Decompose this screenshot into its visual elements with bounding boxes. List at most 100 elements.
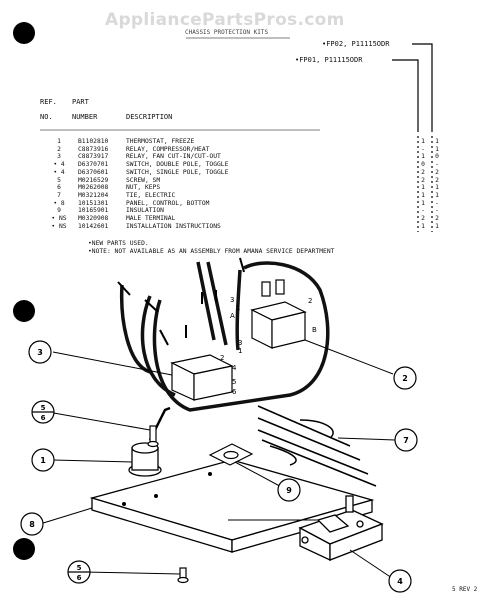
callout-leaders	[39, 339, 396, 579]
callout-4	[388, 569, 412, 593]
model-b-qty: 2	[435, 168, 439, 176]
callout-1	[31, 448, 55, 472]
model-b-qty: 0	[435, 153, 439, 161]
callout-3	[28, 340, 52, 364]
callout-6-label: 6	[41, 414, 46, 422]
part-ref: 5	[57, 176, 61, 184]
toggle-switch	[298, 495, 384, 562]
part-ref: 9	[57, 207, 61, 215]
terminal-label: 1	[238, 347, 242, 355]
model-b-qty: -	[435, 199, 439, 207]
diagram-title: CHASSIS PROTECTION KITS	[185, 29, 269, 36]
terminal-label: 2	[220, 354, 224, 362]
model-label-a: •FP02, P11115ODR	[322, 40, 390, 48]
binder-hole-bottom	[13, 538, 35, 560]
header-no: NO.	[40, 113, 53, 121]
part-ref: 2	[57, 145, 61, 153]
model-b-qty: -	[435, 207, 439, 215]
part-number: M0262008	[78, 184, 109, 192]
callout-2-label: 2	[402, 374, 408, 383]
model-b-qty: 1	[435, 222, 439, 230]
binder-hole-top	[13, 22, 35, 44]
callout-8-label: 8	[29, 520, 35, 529]
part-number: C8873916	[78, 145, 109, 153]
part-ref: 1	[57, 138, 61, 145]
model-label-b: •FP01, P11115ODR	[295, 56, 363, 64]
model-b-qty: 1	[435, 138, 439, 145]
part-description: INSULATION	[126, 207, 164, 215]
part-number: D6370601	[78, 168, 109, 176]
screw-and-nut	[147, 425, 189, 584]
model-a-qty: 0	[421, 161, 425, 169]
model-b-qty: 1	[435, 191, 439, 199]
model-b-qty: -	[435, 161, 439, 169]
relay-compressor-heat	[250, 279, 307, 349]
panel-hole	[122, 502, 126, 506]
model-a-qty: -	[421, 207, 425, 215]
part-description: NUT, KEPS	[126, 184, 161, 192]
part-number: 10142601	[78, 222, 109, 230]
terminal-label: 6	[232, 388, 237, 396]
part-description: SWITCH, SINGLE POLE, TOGGLE	[126, 168, 229, 176]
panel-hole	[154, 494, 158, 498]
binder-hole-middle	[13, 300, 35, 322]
part-number: M0320908	[78, 215, 109, 223]
model-b-qty: 1	[435, 184, 439, 192]
part-ref: 6	[57, 184, 61, 192]
callout-9-label: 9	[286, 486, 292, 495]
part-ref: • NS	[51, 222, 67, 230]
part-number: B1102810	[78, 138, 109, 145]
part-description: RELAY, FAN CUT-IN/CUT-OUT	[126, 153, 221, 161]
part-description: MALE TERMINAL	[126, 215, 176, 223]
panel-hole	[208, 472, 212, 476]
part-number: M0216529	[78, 176, 109, 184]
table-row: 6 M0262008 NUT, KEPS	[40, 184, 296, 192]
header-number: NUMBER	[72, 113, 98, 121]
header-description: DESCRIPTION	[126, 113, 173, 121]
part-description: SWITCH, DOUBLE POLE, TOGGLE	[126, 161, 229, 169]
table-row: 2 C8873916 RELAY, COMPRESSOR/HEAT	[40, 146, 296, 154]
electric-ties	[257, 405, 377, 487]
note-not-available: •NOTE: NOT AVAILABLE AS AN ASSEMBLY FROM…	[88, 248, 335, 255]
model-brackets	[392, 43, 433, 232]
header-part: PART	[72, 98, 89, 106]
part-number: D6370701	[78, 161, 109, 169]
model-b-qty: 2	[435, 176, 439, 184]
callout-6b-label: 6	[77, 574, 82, 582]
terminal-label: 5	[232, 378, 236, 386]
table-row: • NS M0320908 MALE TERMINAL	[40, 215, 296, 223]
terminal-label: 3	[238, 339, 242, 347]
part-ref: 7	[57, 191, 61, 199]
part-description: TIE, ELECTRIC	[126, 191, 176, 199]
wire-terminals	[117, 257, 245, 346]
header-ref: REF.	[40, 98, 57, 106]
part-number: C8873917	[78, 153, 109, 161]
relay-fan-cutin	[170, 354, 234, 401]
model-a-qty: 2	[421, 215, 425, 223]
callout-4-label: 4	[397, 577, 403, 586]
page-number: 5 REV 2	[452, 586, 478, 593]
part-number: 10165901	[78, 207, 109, 215]
part-ref: • NS	[51, 215, 67, 223]
callout-7	[394, 428, 418, 452]
callout-9	[277, 478, 301, 502]
model-a-qty: 1	[421, 222, 425, 230]
part-description: RELAY, COMPRESSOR/HEAT	[126, 145, 210, 153]
part-number: M0321204	[78, 191, 109, 199]
terminal-label: 1	[236, 304, 240, 312]
model-a-qty: 1	[421, 191, 425, 199]
table-row: 7 M0321204 TIE, ELECTRIC	[40, 192, 296, 200]
model-a-qty: 1	[421, 153, 425, 161]
callout-5b-label: 5	[77, 564, 82, 572]
